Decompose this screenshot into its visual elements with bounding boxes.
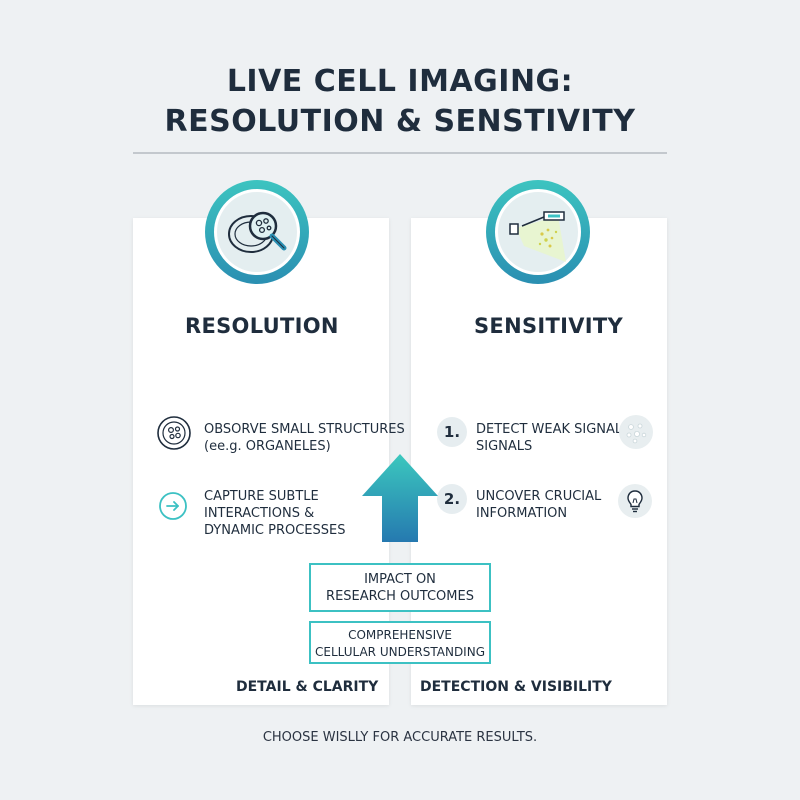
impact-box: IMPACT ON RESEARCH OUTCOMES <box>309 563 491 612</box>
understanding-box: COMPREHENSIVE CELLULAR UNDERSTANDING <box>309 621 491 664</box>
resolution-footer: DETAIL & CLARITY <box>236 679 379 695</box>
resolution-item-1: OBSORVE SMALL STRUCTURES (ee.g. ORGANELE… <box>204 422 405 454</box>
sensitivity-heading: SENSITIVITY <box>474 314 624 338</box>
cell-circle-icon <box>157 416 191 450</box>
dots-circle-icon <box>619 415 653 449</box>
sensitivity-badge <box>486 180 590 284</box>
resolution-heading: RESOLUTION <box>185 314 339 338</box>
bottom-note: CHOOSE WISLLY FOR ACCURATE RESULTS. <box>262 730 538 745</box>
sensitivity-item-1: DETECT WEAK SIGNALS SIGNALS <box>476 422 631 454</box>
magnifier-cells-icon <box>228 211 287 253</box>
sensitivity-number-1: 1. <box>437 417 467 447</box>
page-title-line-2: RESOLUTION & SENSTIVITY <box>164 104 636 139</box>
resolution-badge <box>205 180 309 284</box>
page-title-line-1: LIVE CELL IMAGING: <box>226 64 574 99</box>
resolution-item-2: CAPTURE SUBTLE INTERACTIONS & DYNAMIC PR… <box>204 489 346 538</box>
up-arrow-icon <box>362 454 438 542</box>
lightbulb-icon <box>618 484 652 518</box>
light-detector-icon <box>509 211 566 262</box>
sensitivity-item-2: UNCOVER CRUCIAL INFORMATION <box>476 489 602 521</box>
title-divider <box>133 152 667 154</box>
arrow-right-circle-icon <box>159 492 187 520</box>
sensitivity-number-2: 2. <box>437 484 467 514</box>
sensitivity-footer: DETECTION & VISIBILITY <box>420 679 612 695</box>
